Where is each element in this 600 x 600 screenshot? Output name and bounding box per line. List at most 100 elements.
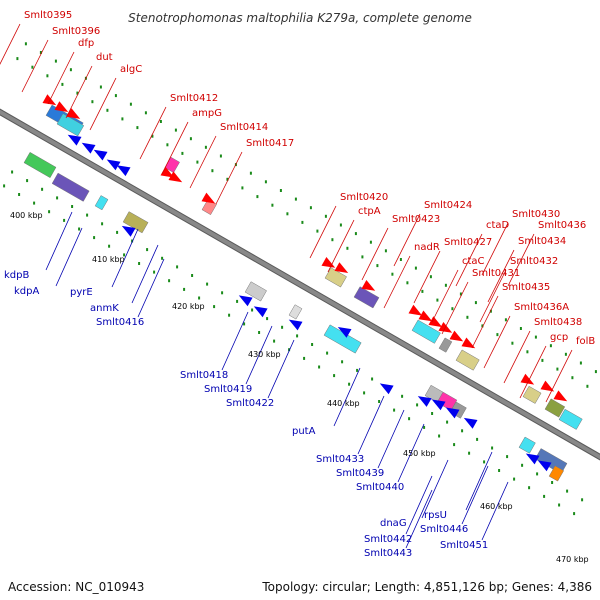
forward-gene-label: Smlt0424 <box>424 200 472 211</box>
tick-mark <box>243 322 246 326</box>
leader-line-layer <box>0 23 573 549</box>
tick-mark <box>483 460 486 464</box>
tick-mark <box>176 265 179 269</box>
reverse-leader-line <box>111 228 139 288</box>
tick-mark <box>249 171 252 175</box>
tick-mark <box>271 203 274 207</box>
tick-mark <box>39 51 42 54</box>
forward-gene-label: Smlt0435 <box>502 282 550 293</box>
reverse-leader-line <box>221 311 249 371</box>
reverse-gene-arrow <box>121 225 136 237</box>
reverse-gene-label: putA <box>292 426 316 437</box>
forward-gene-arrow <box>408 304 423 316</box>
tick-mark <box>221 291 224 295</box>
reverse-gene-label: Smlt0446 <box>420 524 468 535</box>
forward-gene-arrow <box>201 192 216 204</box>
tick-mark <box>183 287 186 291</box>
feature-block <box>288 304 303 320</box>
tick-mark <box>423 425 426 429</box>
forward-gene-label: ctaD <box>486 220 510 231</box>
tick-mark <box>144 111 147 115</box>
tick-mark <box>191 274 194 277</box>
feature-block <box>558 408 583 430</box>
forward-gene-arrow <box>428 316 443 328</box>
tick-mark <box>138 262 141 265</box>
tick-mark <box>444 283 447 287</box>
tick-mark <box>549 344 552 348</box>
tick-mark <box>341 360 344 364</box>
tick-mark <box>41 187 44 191</box>
tick-mark <box>174 128 177 132</box>
forward-gene-label: Smlt0434 <box>518 236 566 247</box>
feature-block <box>51 172 90 202</box>
tick-mark <box>3 184 6 188</box>
tick-mark <box>161 256 164 260</box>
tick-mark <box>586 384 589 388</box>
tick-mark <box>101 222 104 226</box>
scale-label: 470 kbp <box>556 555 589 564</box>
tick-mark <box>526 350 529 354</box>
forward-gene-label: dut <box>96 52 113 63</box>
forward-gene-label: ampG <box>192 108 222 119</box>
reverse-leader-line <box>333 367 361 427</box>
tick-mark <box>286 212 289 216</box>
forward-gene-arrow <box>42 94 57 106</box>
topology-summary-text: Topology: circular; Length: 4,851,126 bp… <box>262 580 592 594</box>
forward-gene-arrow <box>540 380 555 392</box>
reverse-gene-arrow <box>525 453 540 465</box>
tick-mark <box>498 469 501 472</box>
tick-mark <box>76 91 79 95</box>
tick-mark <box>26 179 29 183</box>
reverse-leader-line <box>377 409 405 469</box>
forward-leader-line <box>545 349 573 403</box>
reverse-leader-line <box>357 395 385 455</box>
tick-layer <box>3 42 597 516</box>
tick-mark <box>211 169 214 173</box>
tick-mark <box>273 339 276 343</box>
forward-gene-label: Smlt0423 <box>392 214 440 225</box>
feature-block <box>56 113 85 137</box>
tick-mark <box>226 177 229 181</box>
tick-mark <box>474 301 477 305</box>
tick-mark <box>146 248 149 252</box>
tick-mark <box>579 361 582 365</box>
tick-mark <box>519 327 522 330</box>
tick-mark <box>131 239 134 243</box>
tick-mark <box>151 134 154 138</box>
reverse-gene-arrow <box>288 319 303 331</box>
feature-block <box>94 195 109 211</box>
forward-gene-label: folB <box>576 336 595 347</box>
reverse-gene-label: dnaG <box>380 518 407 529</box>
tick-mark <box>491 446 494 450</box>
tick-mark <box>581 498 584 502</box>
reverse-gene-arrow <box>337 327 352 338</box>
tick-mark <box>129 102 132 106</box>
reverse-gene-label: Smlt0439 <box>336 468 384 479</box>
tick-mark <box>108 244 111 248</box>
tick-mark <box>219 154 222 158</box>
forward-leader-line <box>327 219 355 273</box>
tick-mark <box>258 331 261 334</box>
reverse-leader-line <box>245 325 273 385</box>
tick-mark <box>476 437 479 441</box>
reverse-gene-arrow <box>238 295 253 307</box>
tick-mark <box>571 376 574 380</box>
reverse-leader-line <box>421 459 449 519</box>
tick-mark <box>48 210 51 214</box>
reverse-gene-label: Smlt0443 <box>364 548 412 559</box>
tick-mark <box>431 412 434 415</box>
tick-mark <box>86 213 89 217</box>
forward-gene-label: Smlt0431 <box>472 268 520 279</box>
tick-mark <box>63 218 66 222</box>
tick-mark <box>241 186 244 190</box>
tick-mark <box>511 341 514 345</box>
tick-mark <box>534 335 537 339</box>
forward-gene-arrow <box>520 373 535 385</box>
scale-label: 400 kbp <box>10 211 43 220</box>
forward-leader-line <box>139 106 167 160</box>
forward-leader-line <box>413 250 441 304</box>
forward-leader-line <box>441 281 469 335</box>
tick-mark <box>198 296 201 300</box>
reverse-leader-line <box>397 423 425 483</box>
reverse-gene-arrow <box>463 417 478 429</box>
